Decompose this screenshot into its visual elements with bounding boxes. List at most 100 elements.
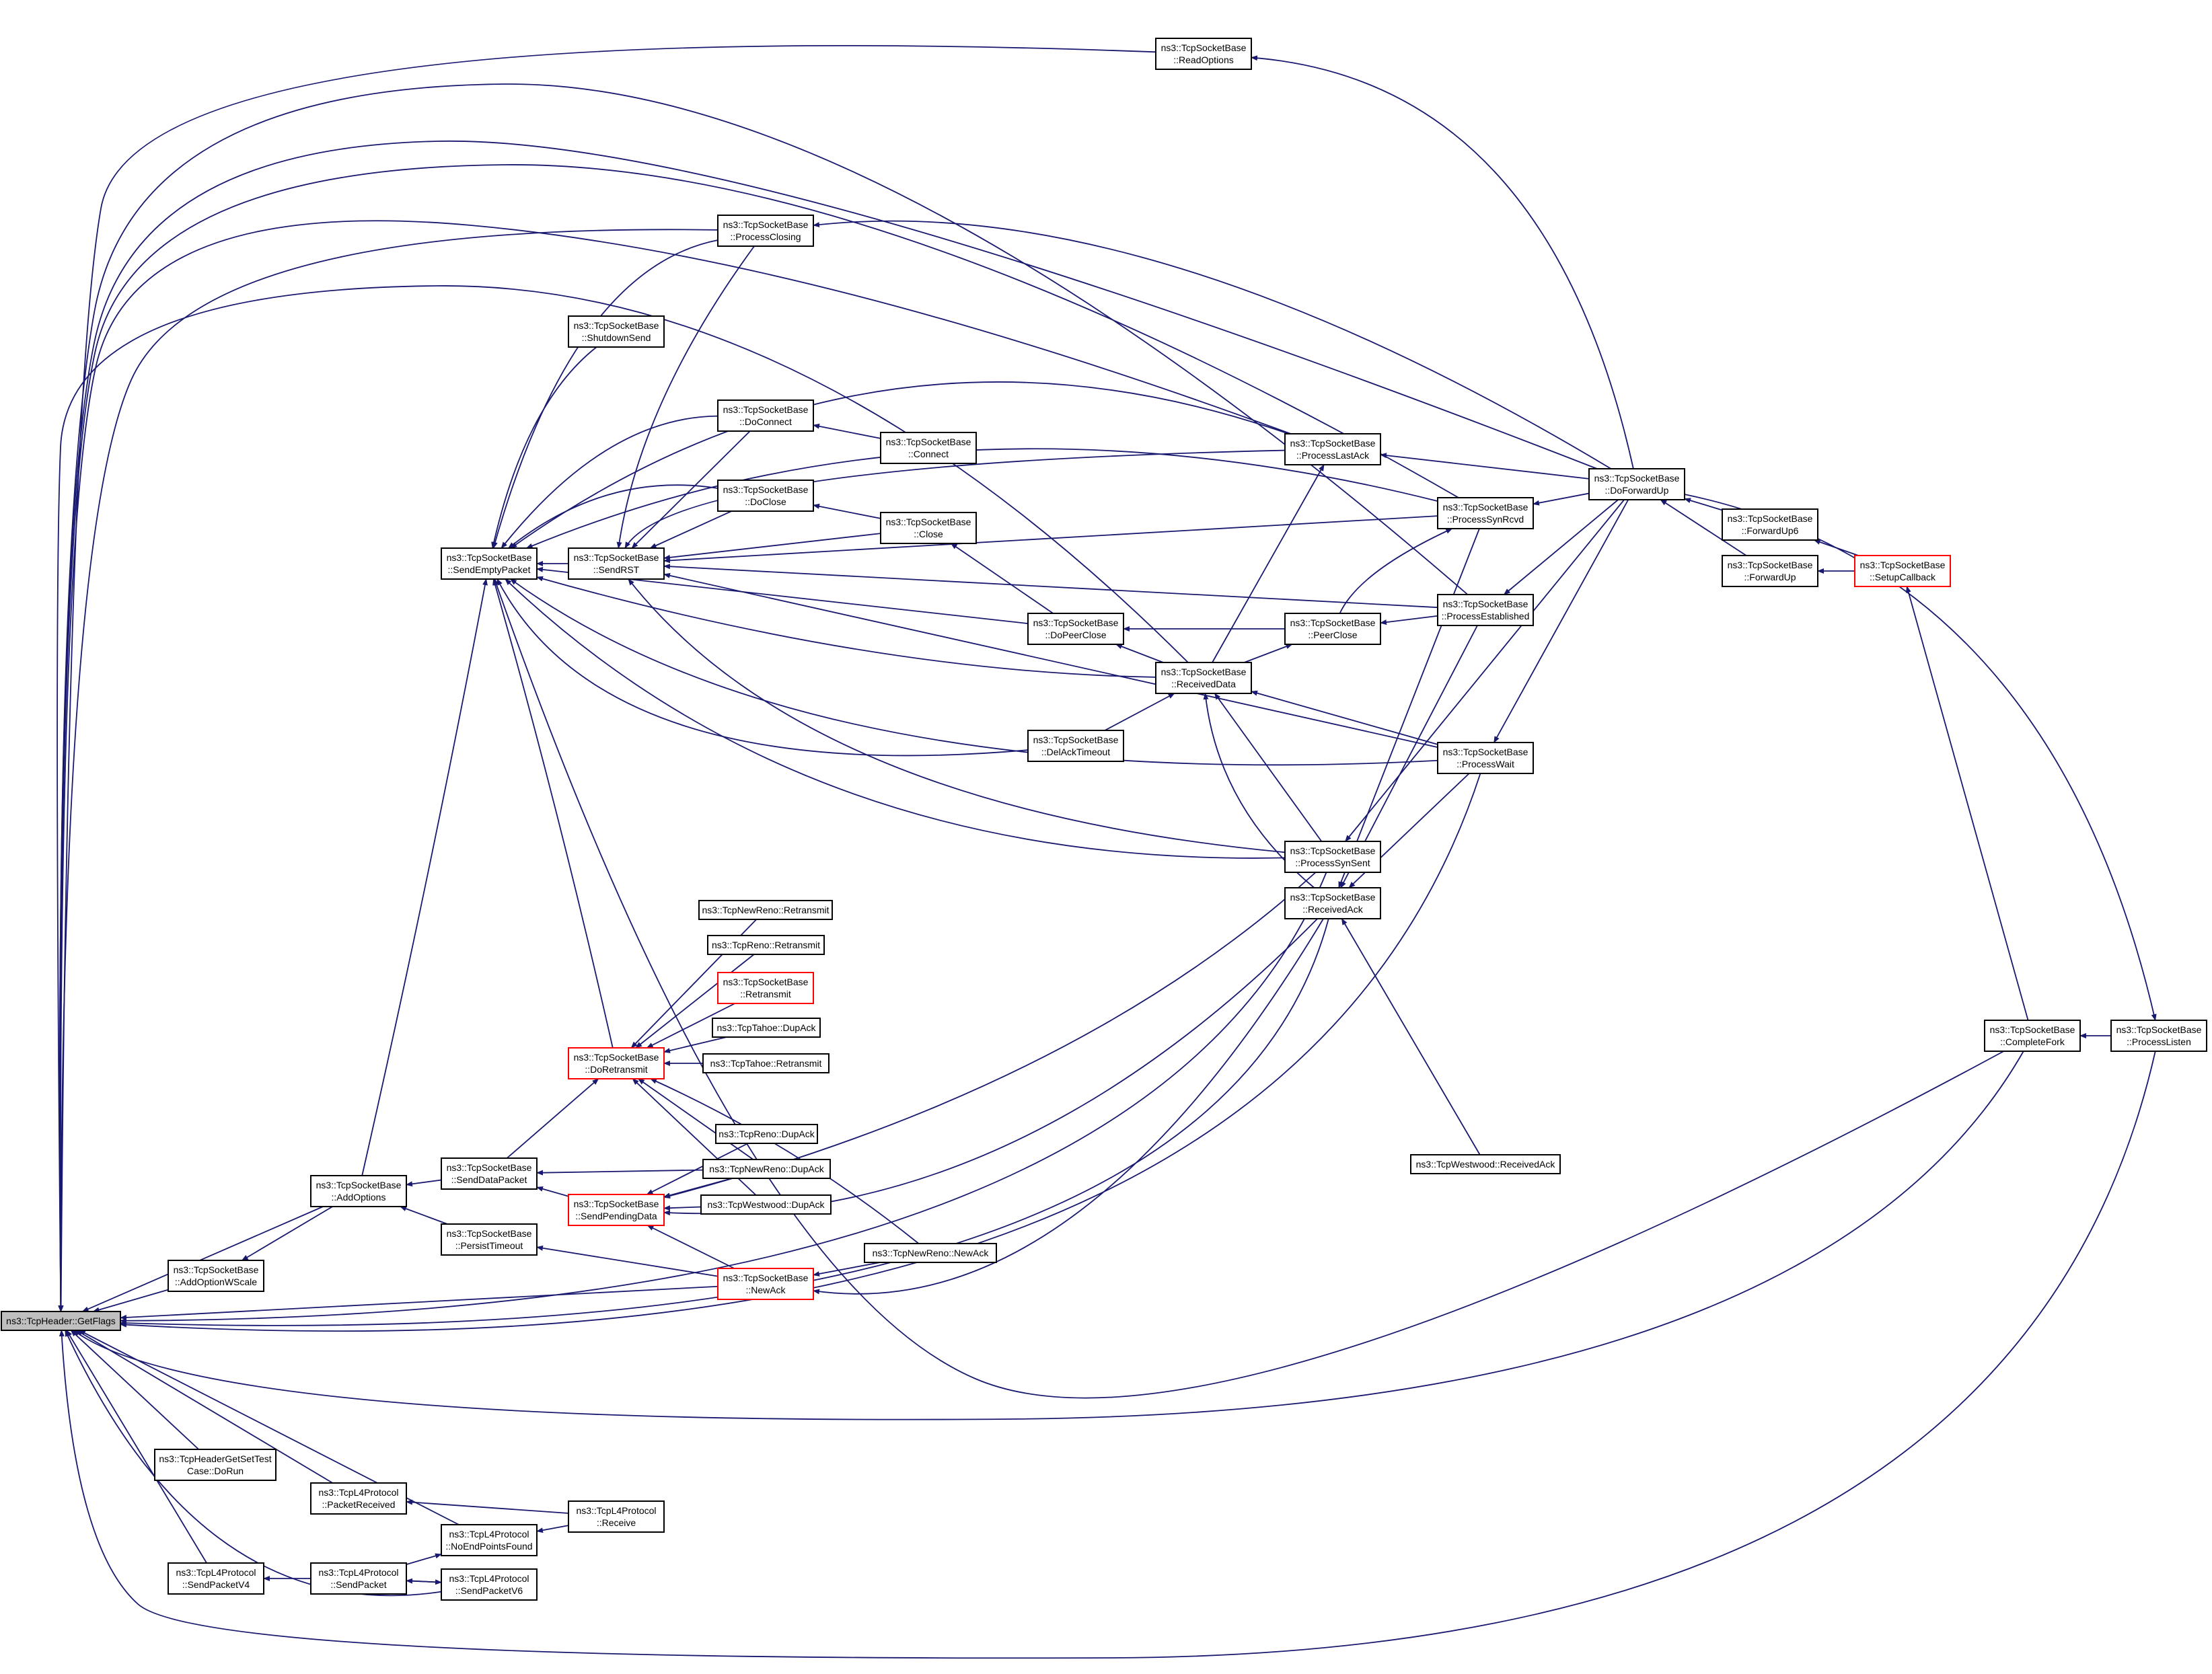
- node-forwardup[interactable]: ns3::TcpSocketBase::ForwardUp: [1722, 555, 1818, 587]
- node-box-senddatapacket[interactable]: [441, 1157, 538, 1190]
- node-box-westwood_dupack[interactable]: [700, 1194, 832, 1215]
- node-box-processlastack[interactable]: [1284, 433, 1381, 465]
- node-box-westwood_receivedack[interactable]: [1410, 1154, 1561, 1174]
- node-box-sendemptypacket[interactable]: [441, 547, 538, 580]
- node-box-sendpendingdata[interactable]: [568, 1194, 665, 1226]
- node-box-forwardup6[interactable]: [1722, 508, 1818, 541]
- node-box-receivedack[interactable]: [1284, 887, 1381, 919]
- node-box-tsb_retransmit[interactable]: [717, 972, 814, 1004]
- node-delacktimeout[interactable]: ns3::TcpSocketBase::DelAckTimeout: [1027, 730, 1124, 762]
- node-processestablished[interactable]: ns3::TcpSocketBase::ProcessEstablished: [1437, 594, 1534, 626]
- node-box-receiveddata[interactable]: [1155, 662, 1252, 694]
- node-box-forwardup[interactable]: [1722, 555, 1818, 587]
- node-box-persisttimeout[interactable]: [441, 1223, 538, 1256]
- node-box-doconnect[interactable]: [717, 400, 814, 432]
- node-tahoe_dupack[interactable]: ns3::TcpTahoe::DupAck: [712, 1018, 821, 1038]
- node-senddatapacket[interactable]: ns3::TcpSocketBase::SendDataPacket: [441, 1157, 538, 1190]
- node-getflags[interactable]: ns3::TcpHeader::GetFlags: [1, 1311, 121, 1331]
- node-box-processsynsent[interactable]: [1284, 841, 1381, 873]
- node-processlastack[interactable]: ns3::TcpSocketBase::ProcessLastAck: [1284, 433, 1381, 465]
- node-processlisten[interactable]: ns3::TcpSocketBase::ProcessListen: [2110, 1020, 2207, 1052]
- node-sendpendingdata[interactable]: ns3::TcpSocketBase::SendPendingData: [568, 1194, 665, 1226]
- node-addoptions[interactable]: ns3::TcpSocketBase::AddOptions: [310, 1175, 407, 1207]
- node-doconnect[interactable]: ns3::TcpSocketBase::DoConnect: [717, 400, 814, 432]
- node-box-processclosing[interactable]: [717, 215, 814, 247]
- node-tahoe_retransmit[interactable]: ns3::TcpTahoe::Retransmit: [702, 1053, 830, 1073]
- node-box-readoptions[interactable]: [1155, 38, 1252, 70]
- node-sendpacketv6[interactable]: ns3::TcpL4Protocol::SendPacketV6: [441, 1568, 538, 1601]
- node-box-processlisten[interactable]: [2110, 1020, 2207, 1052]
- node-receiveddata[interactable]: ns3::TcpSocketBase::ReceivedData: [1155, 662, 1252, 694]
- node-newack[interactable]: ns3::TcpSocketBase::NewAck: [717, 1268, 814, 1300]
- node-box-completefork[interactable]: [1984, 1020, 2081, 1052]
- node-box-testcase_dorun[interactable]: [154, 1449, 276, 1481]
- node-box-peerclose[interactable]: [1284, 613, 1381, 645]
- node-box-noendpointsfound[interactable]: [441, 1524, 538, 1556]
- node-box-sendpacketv4[interactable]: [168, 1562, 264, 1595]
- node-receive[interactable]: ns3::TcpL4Protocol::Receive: [568, 1500, 665, 1533]
- node-doforwardup[interactable]: ns3::TcpSocketBase::DoForwardUp: [1588, 468, 1685, 500]
- node-shutdownsend[interactable]: ns3::TcpSocketBase::ShutdownSend: [568, 315, 665, 348]
- node-tsb_retransmit[interactable]: ns3::TcpSocketBase::Retransmit: [717, 972, 814, 1004]
- node-newreno_retransmit[interactable]: ns3::TcpNewReno::Retransmit: [698, 900, 833, 920]
- node-box-doretransmit[interactable]: [568, 1047, 665, 1079]
- node-sendemptypacket[interactable]: ns3::TcpSocketBase::SendEmptyPacket: [441, 547, 538, 580]
- node-processclosing[interactable]: ns3::TcpSocketBase::ProcessClosing: [717, 215, 814, 247]
- node-doretransmit[interactable]: ns3::TcpSocketBase::DoRetransmit: [568, 1047, 665, 1079]
- node-box-packetreceived[interactable]: [310, 1482, 407, 1515]
- node-box-delacktimeout[interactable]: [1027, 730, 1124, 762]
- node-processsynsent[interactable]: ns3::TcpSocketBase::ProcessSynSent: [1284, 841, 1381, 873]
- node-sendpacketv4[interactable]: ns3::TcpL4Protocol::SendPacketV4: [168, 1562, 264, 1595]
- node-box-doforwardup[interactable]: [1588, 468, 1685, 500]
- node-noendpointsfound[interactable]: ns3::TcpL4Protocol::NoEndPointsFound: [441, 1524, 538, 1556]
- node-reno_retransmit[interactable]: ns3::TcpReno::Retransmit: [707, 935, 825, 955]
- node-box-newack[interactable]: [717, 1268, 814, 1300]
- node-box-addoptionwscale[interactable]: [168, 1260, 264, 1292]
- node-box-sendpacket[interactable]: [310, 1562, 407, 1595]
- node-box-tahoe_dupack[interactable]: [712, 1018, 821, 1038]
- node-sendpacket[interactable]: ns3::TcpL4Protocol::SendPacket: [310, 1562, 407, 1595]
- node-setupcallback[interactable]: ns3::TcpSocketBase::SetupCallback: [1854, 555, 1951, 587]
- node-addoptionwscale[interactable]: ns3::TcpSocketBase::AddOptionWScale: [168, 1260, 264, 1292]
- node-box-dopeerclose[interactable]: [1027, 613, 1124, 645]
- node-box-connect[interactable]: [880, 432, 977, 464]
- node-westwood_dupack[interactable]: ns3::TcpWestwood::DupAck: [700, 1194, 832, 1215]
- node-sendrst[interactable]: ns3::TcpSocketBase::SendRST: [568, 547, 665, 580]
- node-box-getflags[interactable]: [1, 1311, 121, 1331]
- node-box-reno_dupack[interactable]: [715, 1124, 818, 1144]
- node-dopeerclose[interactable]: ns3::TcpSocketBase::DoPeerClose: [1027, 613, 1124, 645]
- node-box-processestablished[interactable]: [1437, 594, 1534, 626]
- node-box-newreno_retransmit[interactable]: [698, 900, 833, 920]
- node-box-close[interactable]: [880, 512, 977, 544]
- node-reno_dupack[interactable]: ns3::TcpReno::DupAck: [715, 1124, 818, 1144]
- node-box-shutdownsend[interactable]: [568, 315, 665, 348]
- node-box-sendrst[interactable]: [568, 547, 665, 580]
- node-processsynrcvd[interactable]: ns3::TcpSocketBase::ProcessSynRcvd: [1437, 497, 1534, 529]
- node-box-processwait[interactable]: [1437, 742, 1534, 774]
- node-box-setupcallback[interactable]: [1854, 555, 1951, 587]
- node-box-newreno_dupack[interactable]: [702, 1159, 831, 1179]
- node-persisttimeout[interactable]: ns3::TcpSocketBase::PersistTimeout: [441, 1223, 538, 1256]
- node-box-receive[interactable]: [568, 1500, 665, 1533]
- node-processwait[interactable]: ns3::TcpSocketBase::ProcessWait: [1437, 742, 1534, 774]
- node-doclose[interactable]: ns3::TcpSocketBase::DoClose: [717, 480, 814, 512]
- node-packetreceived[interactable]: ns3::TcpL4Protocol::PacketReceived: [310, 1482, 407, 1515]
- node-forwardup6[interactable]: ns3::TcpSocketBase::ForwardUp6: [1722, 508, 1818, 541]
- node-box-newreno_newack[interactable]: [864, 1243, 997, 1263]
- node-box-reno_retransmit[interactable]: [707, 935, 825, 955]
- node-completefork[interactable]: ns3::TcpSocketBase::CompleteFork: [1984, 1020, 2081, 1052]
- node-readoptions[interactable]: ns3::TcpSocketBase::ReadOptions: [1155, 38, 1252, 70]
- node-newreno_newack[interactable]: ns3::TcpNewReno::NewAck: [864, 1243, 997, 1263]
- node-westwood_receivedack[interactable]: ns3::TcpWestwood::ReceivedAck: [1410, 1154, 1561, 1174]
- node-box-addoptions[interactable]: [310, 1175, 407, 1207]
- node-connect[interactable]: ns3::TcpSocketBase::Connect: [880, 432, 977, 464]
- node-receivedack[interactable]: ns3::TcpSocketBase::ReceivedAck: [1284, 887, 1381, 919]
- node-box-sendpacketv6[interactable]: [441, 1568, 538, 1601]
- node-peerclose[interactable]: ns3::TcpSocketBase::PeerClose: [1284, 613, 1381, 645]
- node-newreno_dupack[interactable]: ns3::TcpNewReno::DupAck: [702, 1159, 831, 1179]
- node-box-doclose[interactable]: [717, 480, 814, 512]
- node-box-tahoe_retransmit[interactable]: [702, 1053, 830, 1073]
- node-box-processsynrcvd[interactable]: [1437, 497, 1534, 529]
- node-close[interactable]: ns3::TcpSocketBase::Close: [880, 512, 977, 544]
